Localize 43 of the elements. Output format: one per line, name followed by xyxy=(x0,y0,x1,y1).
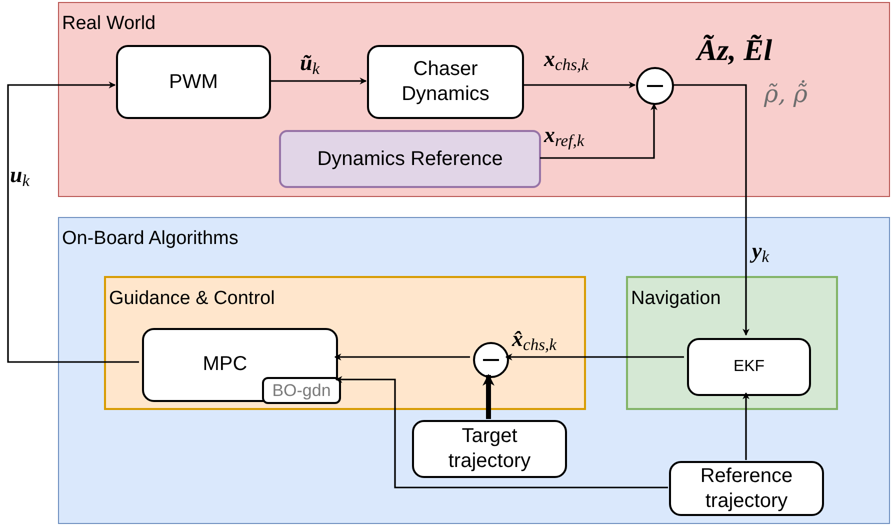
process-box xyxy=(687,338,811,396)
arrow xyxy=(673,84,750,336)
box-label: Target trajectory xyxy=(447,424,532,474)
edge-label: ũ$_{k}$ xyxy=(300,52,320,74)
summing-junction xyxy=(636,67,674,105)
process-box xyxy=(142,328,338,402)
sub-block xyxy=(262,377,341,404)
edge-label: x̂$_{chs,k}$ xyxy=(512,328,556,350)
signal-label: Ãz, Ẽl xyxy=(697,36,772,66)
process-box xyxy=(116,45,271,119)
edge-label: y$_{k}$ xyxy=(752,240,770,262)
box-label: EKF xyxy=(733,357,765,377)
panel-title: Real World xyxy=(62,14,156,33)
arrow xyxy=(523,82,636,88)
box-label: BO-gdn xyxy=(272,380,331,402)
box-label: Chaser Dynamics xyxy=(400,57,490,107)
box-label: MPC xyxy=(202,352,248,377)
region-panel xyxy=(58,217,890,524)
panel-title: Navigation xyxy=(631,289,721,308)
summing-junction xyxy=(473,342,509,378)
arrow xyxy=(505,354,684,360)
arrow xyxy=(335,376,668,488)
process-box xyxy=(279,130,541,188)
panel-title: Guidance & Control xyxy=(109,289,275,308)
process-box xyxy=(412,420,567,478)
group-panel xyxy=(104,276,586,410)
signal-label: ρ̃, ρ̃̇ xyxy=(764,82,808,106)
arrow xyxy=(7,82,139,363)
region-panel xyxy=(58,2,890,197)
arrow xyxy=(482,374,494,419)
arrow xyxy=(742,392,750,460)
arrow xyxy=(334,354,470,360)
group-panel xyxy=(626,276,838,410)
box-label: PWM xyxy=(169,70,218,94)
box-label: Dynamics Reference xyxy=(317,146,503,172)
edge-label: u$_{k}$ xyxy=(10,164,30,186)
process-box xyxy=(669,461,824,516)
panel-title: On-Board Algorithms xyxy=(62,229,238,248)
edge-label: x$_{chs,k}$ xyxy=(544,48,588,70)
arrow xyxy=(270,78,367,84)
arrow xyxy=(540,103,658,159)
box-label: Reference trajectory xyxy=(699,464,794,514)
process-box xyxy=(367,45,524,119)
